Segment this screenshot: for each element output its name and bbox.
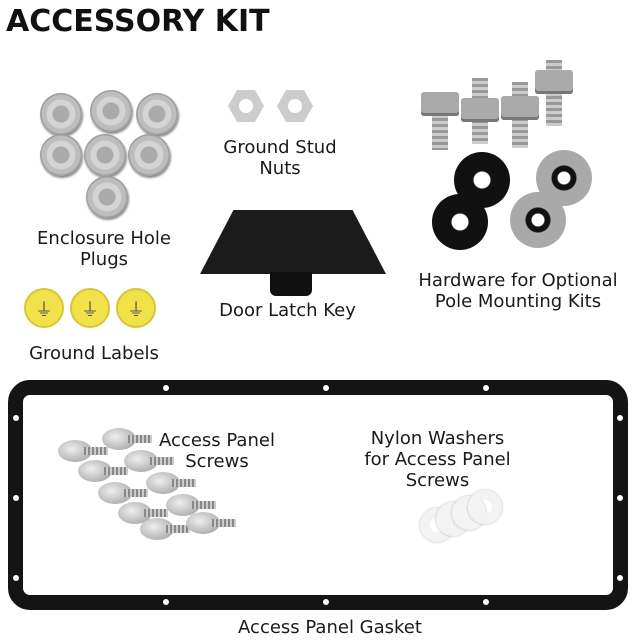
page-title: ACCESSORY KIT (6, 4, 270, 39)
label-line: Ground Stud (223, 137, 337, 158)
ground-labels-label: Ground Labels (29, 343, 159, 364)
label-line: Access Panel (159, 430, 275, 451)
label-line: Hardware for Optional (418, 270, 618, 291)
label-line: Nuts (259, 158, 301, 179)
pole-mounting-hardware-label: Hardware for Optional Pole Mounting Kits (398, 270, 638, 312)
door-latch-key-label: Door Latch Key (219, 300, 356, 321)
label-line: Screws (405, 470, 470, 491)
label-line: Enclosure Hole (37, 228, 171, 249)
nylon-washers-label: Nylon Washers for Access Panel Screws (345, 428, 530, 491)
label-line: Pole Mounting Kits (434, 291, 602, 312)
label-line: Screws (185, 451, 249, 472)
label-line: for Access Panel (364, 449, 511, 470)
access-panel-screws-label: Access Panel Screws (150, 430, 284, 472)
access-panel-gasket-label: Access Panel Gasket (238, 617, 422, 638)
enclosure-hole-plugs-label: Enclosure Hole Plugs (20, 228, 188, 270)
label-line: Plugs (79, 249, 129, 270)
label-line: Nylon Washers (370, 428, 505, 449)
ground-stud-nuts-label: Ground Stud Nuts (205, 137, 355, 179)
access-panel-gasket-image (8, 380, 628, 610)
